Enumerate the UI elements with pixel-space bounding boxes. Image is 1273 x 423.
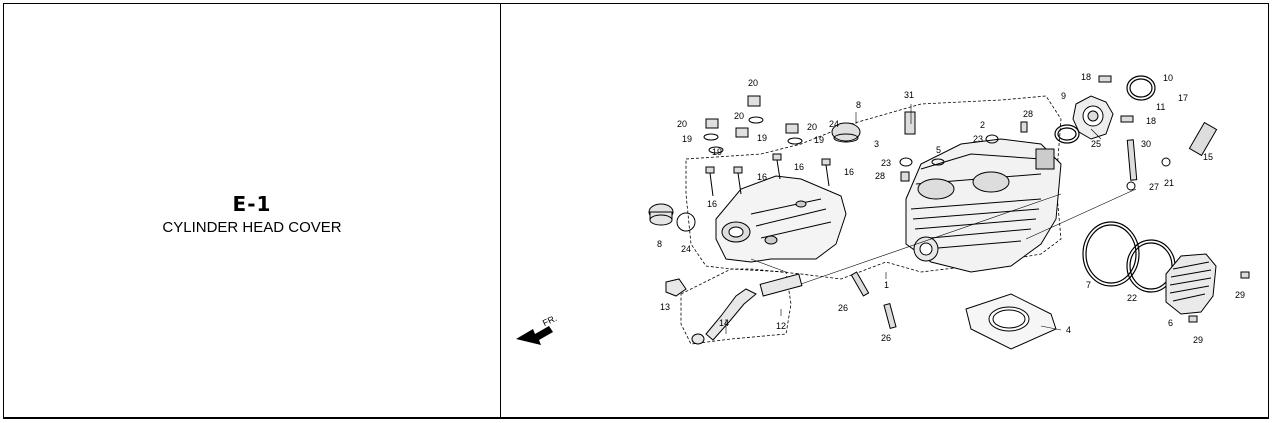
callout-19-d: 19 bbox=[814, 135, 824, 145]
callout-21: 21 bbox=[1164, 178, 1174, 188]
panel-divider bbox=[500, 4, 501, 418]
callout-4: 4 bbox=[1066, 325, 1071, 335]
callout-8-cap: 8 bbox=[657, 239, 662, 249]
callout-17: 17 bbox=[1178, 93, 1188, 103]
callout-26-a: 26 bbox=[838, 303, 848, 313]
side-cover-part bbox=[1165, 253, 1217, 315]
page-frame bbox=[3, 3, 1269, 419]
callout-6: 6 bbox=[1168, 318, 1173, 328]
callout-22: 22 bbox=[1127, 293, 1137, 303]
cover-bolts-part bbox=[705, 153, 831, 197]
callout-25: 25 bbox=[1091, 139, 1101, 149]
callout-28-b: 28 bbox=[875, 171, 885, 181]
spark-plug-assembly-part bbox=[665, 273, 803, 345]
callout-12: 12 bbox=[776, 321, 786, 331]
callout-29-b: 29 bbox=[1193, 335, 1203, 345]
callout-18-a: 18 bbox=[1081, 72, 1091, 82]
section-header-panel: E-1 CYLINDER HEAD COVER bbox=[4, 4, 500, 418]
callout-23-a: 23 bbox=[973, 134, 983, 144]
callout-28-a: 28 bbox=[1023, 109, 1033, 119]
callout-30: 30 bbox=[1141, 139, 1151, 149]
callout-11: 11 bbox=[1156, 102, 1165, 112]
studs-and-pins-part bbox=[850, 75, 1250, 329]
front-direction-arrow: FR. bbox=[516, 313, 558, 345]
callout-19-c: 19 bbox=[757, 133, 767, 143]
callout-24-b: 24 bbox=[681, 244, 691, 254]
front-direction-label: FR. bbox=[541, 313, 558, 328]
callout-20-c: 20 bbox=[734, 111, 744, 121]
oil-filler-cap-part bbox=[648, 203, 696, 232]
callout-2: 2 bbox=[980, 120, 985, 130]
callout-20-a: 20 bbox=[748, 78, 758, 88]
cylinder-gasket-part bbox=[965, 293, 1057, 350]
callout-14: 14 bbox=[719, 318, 729, 328]
callout-20-d: 20 bbox=[807, 122, 817, 132]
callout-5: 5 bbox=[936, 145, 941, 155]
callout-18-b: 18 bbox=[1146, 116, 1156, 126]
callout-27: 27 bbox=[1149, 182, 1159, 192]
callout-31: 31 bbox=[904, 90, 914, 100]
callout-3: 3 bbox=[874, 139, 879, 149]
hose-clamp-part bbox=[1126, 75, 1156, 101]
callout-20-b: 20 bbox=[677, 119, 687, 129]
cylinder-head-part bbox=[905, 138, 1062, 273]
gasket-ring-parts bbox=[1054, 124, 1176, 293]
callout-1: 1 bbox=[884, 280, 889, 290]
section-code: E-1 bbox=[232, 192, 272, 216]
nuts-washers-part bbox=[703, 95, 861, 154]
callout-16-b: 16 bbox=[757, 172, 767, 182]
cylinder-head-cover-part bbox=[715, 175, 847, 263]
callout-labels: 1 2 3 4 5 6 7 8 8 9 10 11 12 13 14 15 16… bbox=[657, 72, 1245, 345]
callout-24-a: 24 bbox=[829, 119, 839, 129]
callout-26-b: 26 bbox=[881, 333, 891, 343]
callout-15: 15 bbox=[1203, 152, 1213, 162]
exploded-diagram-panel: FR. 1 2 3 4 5 6 7 8 8 9 10 11 12 13 14 1… bbox=[501, 4, 1267, 418]
callout-29-a: 29 bbox=[1235, 290, 1245, 300]
section-title: CYLINDER HEAD COVER bbox=[162, 219, 342, 236]
callout-16-d: 16 bbox=[844, 167, 854, 177]
callout-13: 13 bbox=[660, 302, 670, 312]
callout-16-a: 16 bbox=[707, 199, 717, 209]
intake-manifold-part bbox=[1072, 95, 1114, 140]
callout-16-c: 16 bbox=[794, 162, 804, 172]
callout-19-b: 19 bbox=[712, 147, 722, 157]
callout-10: 10 bbox=[1163, 73, 1173, 83]
callout-23-b: 23 bbox=[881, 158, 891, 168]
exploded-parts-diagram: FR. 1 2 3 4 5 6 7 8 8 9 10 11 12 13 14 1… bbox=[516, 72, 1250, 350]
callout-19-a: 19 bbox=[682, 134, 692, 144]
callout-7: 7 bbox=[1086, 280, 1091, 290]
callout-8-cover: 8 bbox=[856, 100, 861, 110]
callout-9: 9 bbox=[1061, 91, 1066, 101]
